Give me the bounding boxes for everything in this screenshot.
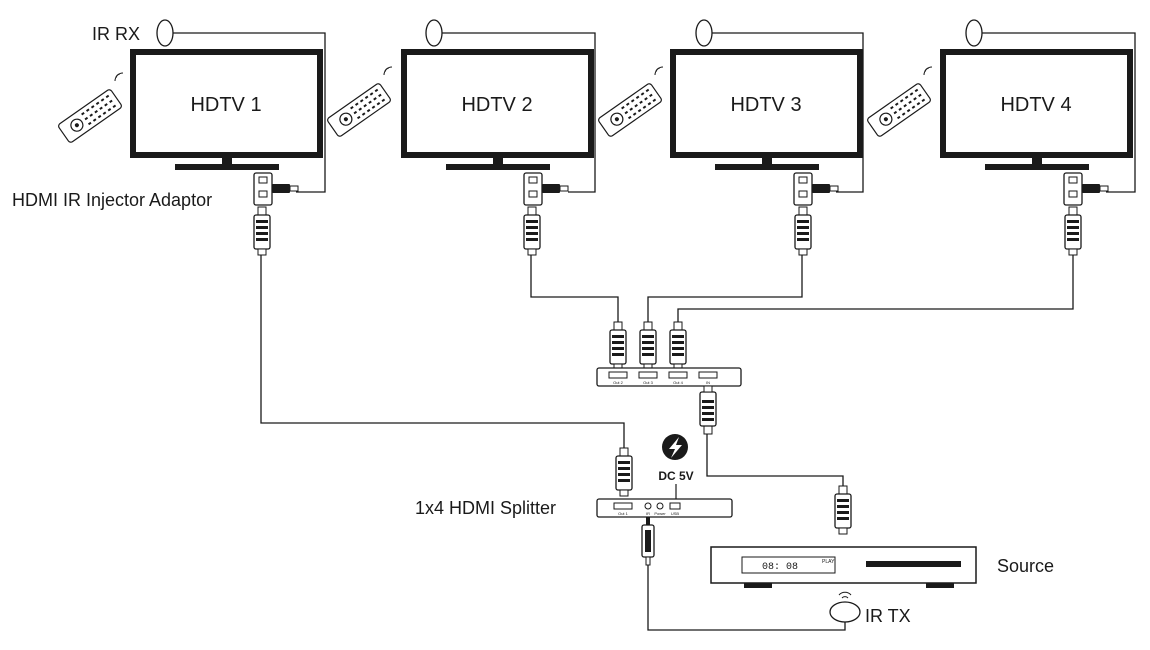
ir-rx-cable-1 <box>172 32 326 193</box>
tv-4: HDTV 4 <box>940 49 1133 170</box>
tv-label: HDTV 1 <box>190 94 261 116</box>
ir-receiver-icon <box>695 19 713 47</box>
port-label: Out 4 <box>673 380 684 385</box>
ir-rx-cable-2 <box>442 32 596 193</box>
hdmi-plug-icon <box>615 447 633 497</box>
ir-rx-cable-4 <box>982 32 1136 193</box>
port-label: Power <box>654 511 666 516</box>
ir-waves-icon <box>383 66 393 76</box>
tv-1: HDTV 1 <box>130 49 323 170</box>
hdmi-plug-icon <box>669 321 687 371</box>
splitter-front: Out 1 IR Power USB <box>596 447 733 566</box>
remote-control-icon <box>596 82 664 138</box>
remote-control-icon <box>325 82 393 138</box>
hdmi-cable-tv4 <box>677 255 1074 325</box>
port-label: IR <box>646 511 650 516</box>
hdmi-plug-icon <box>699 385 717 435</box>
ir-waves-icon <box>923 66 933 76</box>
source-label: Source <box>997 556 1054 576</box>
dc-label: DC 5V <box>658 469 693 483</box>
tv-label: HDTV 3 <box>730 94 801 116</box>
port-label: Out 1 <box>618 511 629 516</box>
source-device: 08: 08 PLAY <box>710 485 977 588</box>
ir-tx-label: IR TX <box>865 606 911 626</box>
hdmi-cable-tv1 <box>260 255 625 452</box>
ir-injector-icon <box>253 172 299 206</box>
ir-receiver-icon <box>425 19 443 47</box>
play-indicator: PLAY <box>822 559 835 565</box>
splitter-label: 1x4 HDMI Splitter <box>415 498 556 518</box>
power-bolt-icon <box>662 434 688 460</box>
hdmi-plug-icon <box>1064 206 1082 256</box>
injector-adaptors <box>253 172 1109 256</box>
port-label: USB <box>671 511 680 516</box>
tv-3: HDTV 3 <box>670 49 863 170</box>
hdmi-cable-tv3 <box>647 255 803 325</box>
ir-receiver-icon <box>156 19 174 47</box>
hdmi-plug-icon <box>794 206 812 256</box>
hdmi-cable-source <box>706 430 844 488</box>
tv-label: HDTV 2 <box>461 94 532 116</box>
ir-waves-icon <box>654 66 664 76</box>
hdmi-plug-icon <box>609 321 627 371</box>
cables <box>172 32 1136 631</box>
ir-transmitter-icon <box>829 601 861 623</box>
ir-rx-label: IR RX <box>92 24 140 44</box>
ir-jack-plug-icon <box>641 517 655 566</box>
remote-control-icon <box>865 82 933 138</box>
ir-injector-icon <box>793 172 839 206</box>
tv-label: HDTV 4 <box>1000 94 1071 116</box>
hdmi-plug-icon <box>639 321 657 371</box>
clock-display: 08: 08 <box>762 562 798 573</box>
hdmi-plug-icon <box>523 206 541 256</box>
ir-injector-icon <box>1063 172 1109 206</box>
port-label: Out 2 <box>613 380 624 385</box>
remote-control-icon <box>56 88 124 144</box>
ir-receiver-icon <box>965 19 983 47</box>
tv-2: HDTV 2 <box>401 49 594 170</box>
ir-transmitter <box>829 591 861 623</box>
splitter-back: Out 2 Out 3 Out 4 IN <box>596 321 742 435</box>
injector-label: HDMI IR Injector Adaptor <box>12 190 212 210</box>
ir-receivers <box>156 19 983 47</box>
hdmi-plug-icon <box>834 485 852 535</box>
port-label: Out 3 <box>643 380 654 385</box>
hdmi-cable-tv2 <box>530 255 619 325</box>
ir-waves-icon <box>114 72 124 82</box>
port-label: IN <box>706 380 710 385</box>
hdmi-plug-icon <box>253 206 271 256</box>
ir-injector-icon <box>523 172 569 206</box>
ir-tx-cable <box>647 565 846 631</box>
